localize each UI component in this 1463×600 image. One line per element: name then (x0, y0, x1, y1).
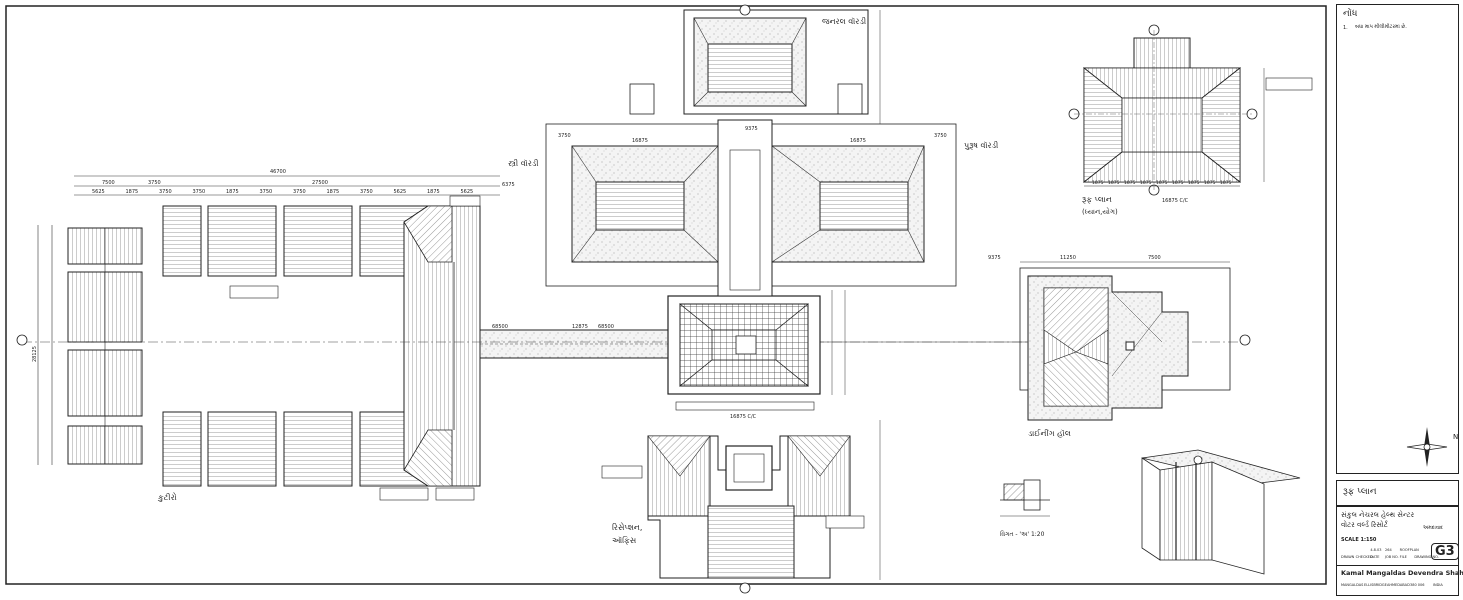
notes-item-number: 1. (1343, 25, 1348, 31)
address-part: 380 006 (1410, 583, 1425, 587)
detail-section: વિગત - 'અ' 1:20 (1000, 449, 1301, 575)
label-dining-hall: ડાઈનીંગ હૉલ (1028, 427, 1071, 438)
dim-small-segment: 1875 (1140, 180, 1152, 186)
label-roof-plan-small-sub: (ધ્યાન,યોગ) (1082, 207, 1118, 216)
dim-top-segment: 1875 (226, 189, 239, 195)
title-row-label: DRAWN (1341, 555, 1355, 559)
dim-small-segment: 1875 (1108, 180, 1120, 186)
architects: Kamal Mangaldas Devendra Shah (1341, 569, 1463, 577)
drawing-code: G3 (1431, 543, 1459, 560)
sheet-title-box: રૂફ પ્લાન (1336, 480, 1459, 506)
notes-heading: નોંધ (1343, 9, 1358, 19)
dim-top-segment: 5625 (461, 189, 474, 195)
dim-top-segment: 3750 (193, 189, 206, 195)
central-hub: 16875 C/C (667, 290, 846, 420)
dim-corridor-3: 68500 (598, 324, 614, 330)
label-detail: વિગત - 'અ' 1:20 (1000, 530, 1045, 538)
dim-top-overall: 46700 (270, 169, 286, 175)
title-row-label: DATE (1370, 555, 1380, 559)
dim-row: 5625 1875 3750 3750 1875 3750 3750 1875 3750 5625… (92, 189, 473, 195)
address-part: AHMEDABAD (1387, 583, 1410, 587)
dim-corridor-2: 12875 (572, 324, 588, 330)
project-location: અમદાવાદ (1423, 525, 1443, 531)
label-stree-ward: સ્ત્રી વૉરડી (508, 158, 539, 168)
dim-center-cc: 16875 C/C (730, 414, 757, 420)
title-row-value: ROOFPLAN (1399, 548, 1419, 552)
dim-left-vertical: 28125 (32, 346, 38, 362)
corridor: 68500 12875 68500 (16, 324, 1251, 359)
sheet-title: રૂફ પ્લાન (1343, 487, 1377, 497)
drawing-frame (5, 5, 1327, 585)
dim-small-segment: 1875 (1220, 180, 1232, 186)
label-purush-ward: પુરૂષ વૉરડી (964, 140, 998, 150)
dim-top-segment: 3750 (360, 189, 373, 195)
title-block: નોંધ 1. બધા માપ મીલીમીટરમાં છે. N રૂફ પ્… (1336, 4, 1463, 596)
dim-top-segment: 3750 (159, 189, 172, 195)
dim-dining-top-b: 7500 (1148, 255, 1161, 261)
dim-small-segment: 1875 (1156, 180, 1168, 186)
title-row-value: 4.8.03 (1370, 548, 1382, 552)
dim-ward-left: 16875 (632, 138, 648, 144)
dim-top-segment: 5625 (92, 189, 105, 195)
dim-small-segment: 1875 (1092, 180, 1104, 186)
dim-small-segment: 1875 (1204, 180, 1216, 186)
dim-dining-top-a: 11250 (1060, 255, 1076, 261)
project-line2: વોટર વર્લ્ડ રિસોર્ટ (1341, 521, 1388, 529)
dim-ward-right: 16875 (850, 138, 866, 144)
address-part: MANGALDAS (1341, 583, 1364, 587)
kutir-block: 46700 7500 3750 27500 5625 1875 3750 3750 18… (32, 169, 500, 502)
notes-box: નોંધ 1. બધા માપ મીલીમીટરમાં છે. N (1336, 4, 1459, 474)
dim-top-segment: 3750 (260, 189, 273, 195)
meditation-roof-plan: 1875 1875 1875 1875 1875 1875 1875 1875 1875 168… (1068, 24, 1313, 216)
title-row-value: 264 (1385, 548, 1392, 552)
project-box: સંકુલ નેચરલ હેલ્થ સેન્ટર વોટર વર્લ્ડ રિસ… (1336, 506, 1463, 596)
dim-top-segment: 3750 (293, 189, 306, 195)
dim-top-segment: 1875 (427, 189, 440, 195)
dim-small-plan-cc: 16875 C/C (1162, 198, 1189, 204)
north-label: N (1453, 433, 1459, 441)
dim-top-c: 27500 (312, 180, 328, 186)
label-roof-plan-small: રૂફ પ્લાન (1082, 195, 1112, 204)
dim-small-segment: 1875 (1188, 180, 1200, 186)
project-line1: સંકુલ નેચરલ હેલ્થ સેન્ટર (1341, 511, 1415, 519)
notes-item-text: બધા માપ મીલીમીટરમાં છે. (1355, 24, 1407, 30)
dim-ward-side-right: 3750 (934, 133, 947, 139)
title-row-label: JOB NO. (1385, 555, 1399, 559)
address-part: ELLISBRIDGE (1364, 583, 1387, 587)
dim-corridor-1: 68500 (492, 324, 508, 330)
dim-top-segment: 5625 (394, 189, 407, 195)
address-part: INDIA (1433, 583, 1443, 587)
title-row-label: CHECKED (1355, 555, 1373, 559)
dim-top-segment: 1875 (126, 189, 139, 195)
dim-dining-side: 9375 (988, 255, 1001, 261)
sheet-scale: SCALE 1:150 (1341, 537, 1377, 543)
dim-top-b: 3750 (148, 180, 161, 186)
label-kutir: કુટીરો (157, 492, 176, 502)
dim-small-segment: 1875 (1172, 180, 1184, 186)
dim-bridge: 6375 (502, 182, 515, 188)
label-reception: રિસેપ્શન, (612, 522, 642, 532)
dim-ward-side-left: 3750 (558, 133, 571, 139)
dim-top-segment: 1875 (327, 189, 340, 195)
reception-wing: રિસેપ્શન, ઑફિસ (601, 420, 881, 594)
north-arrow-icon (1406, 427, 1448, 467)
dining-hall: 11250 7500 9375 ડાઈનીંગ હૉલ (988, 255, 1231, 438)
small-plan-dims: 1875 1875 1875 1875 1875 1875 1875 1875 1875 (1092, 180, 1232, 186)
title-row-label: FILE (1399, 555, 1407, 559)
dim-small-segment: 1875 (1124, 180, 1136, 186)
title-row-label: DRAWING NO. (1414, 555, 1439, 559)
label-office: ઑફિસ (612, 535, 637, 545)
dim-top-a: 7500 (102, 180, 115, 186)
ward-wing: 9375 16875 3750 સ્ત્રી વૉરડી 16875 3750 … (502, 4, 998, 297)
label-general-ward: જનરલ વૉરડી (822, 16, 866, 26)
dim-ward-gap: 9375 (745, 126, 758, 132)
